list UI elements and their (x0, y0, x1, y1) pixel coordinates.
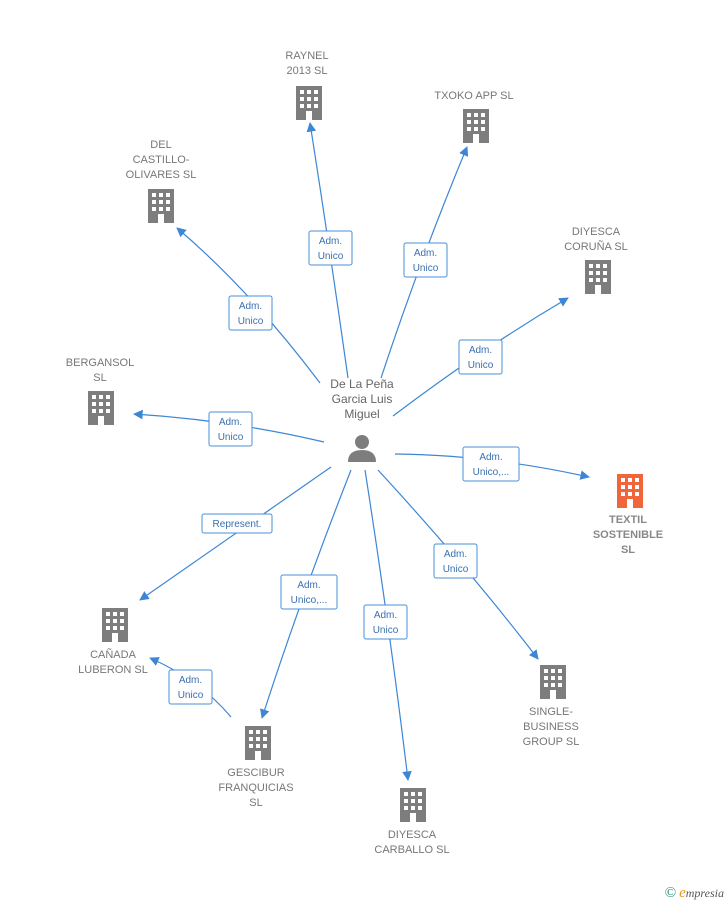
role-label: Adm. (444, 549, 467, 560)
company-node-single[interactable]: SINGLE- BUSINESS GROUP SL (523, 665, 580, 748)
company-label: SL (249, 797, 262, 809)
role-label: Adm. (179, 675, 202, 686)
company-node-del-castillo[interactable]: DEL CASTILLO- OLIVARES SL (126, 139, 197, 223)
company-label: SINGLE- (529, 706, 573, 718)
company-node-canada[interactable]: CAÑADA LUBERON SL (78, 608, 148, 676)
company-label: 2013 SL (287, 65, 328, 77)
company-label: GESCIBUR (227, 767, 285, 779)
brand-initial: e (679, 885, 686, 901)
person-icon (348, 435, 376, 462)
role-label: Unico (373, 625, 399, 636)
company-label: TEXTIL (609, 514, 647, 526)
role-box-textil[interactable]: Adm. Unico,... (462, 446, 520, 482)
building-icon (245, 726, 271, 760)
person-name-line: Miguel (344, 407, 379, 421)
company-node-gescibur[interactable]: GESCIBUR FRANQUICIAS SL (218, 726, 294, 809)
company-label: BERGANSOL (66, 357, 134, 369)
company-label: SOSTENIBLE (593, 529, 663, 541)
building-icon (585, 260, 611, 294)
company-label: CARBALLO SL (374, 844, 449, 856)
role-box-bergansol[interactable]: Adm. Unico (208, 411, 253, 447)
building-icon (102, 608, 128, 642)
company-label: CORUÑA SL (564, 240, 628, 253)
company-label: GROUP SL (523, 736, 580, 748)
role-label: Adm. (479, 452, 502, 463)
role-box-raynel[interactable]: Adm. Unico (308, 230, 353, 266)
role-label: Unico (218, 432, 244, 443)
company-label: SL (621, 544, 635, 556)
role-label: Adm. (219, 417, 242, 428)
building-icon (540, 665, 566, 699)
role-label: Adm. (297, 580, 320, 591)
role-label: Adm. (319, 236, 342, 247)
building-icon (148, 189, 174, 223)
company-label: FRANQUICIAS (218, 782, 293, 794)
role-label: Unico (413, 263, 439, 274)
role-box-del-castillo[interactable]: Adm. Unico (228, 295, 273, 331)
role-box-gescibur-canada[interactable]: Adm. Unico (168, 669, 213, 705)
company-label: CASTILLO- (133, 154, 190, 166)
role-label: Represent. (213, 519, 262, 530)
company-node-bergansol[interactable]: BERGANSOL SL (66, 357, 134, 425)
building-icon (463, 109, 489, 143)
role-label: Unico (468, 360, 494, 371)
brand-logo: © empresia (665, 885, 724, 902)
node-layer: RAYNEL 2013 SL TXOKO APP SL DEL CASTILLO- OLI… (66, 50, 663, 856)
company-node-diyesca-coruna[interactable]: DIYESCA CORUÑA SL (564, 226, 628, 294)
role-box-gescibur[interactable]: Adm. Unico,... (280, 574, 338, 610)
role-box-diyesca-carballo[interactable]: Adm. Unico (363, 604, 408, 640)
role-label: Adm. (239, 301, 262, 312)
role-label: Unico (178, 690, 204, 701)
role-label: Adm. (374, 610, 397, 621)
role-label: Unico,... (473, 467, 510, 478)
role-box-canada-represent[interactable]: Represent. (201, 513, 273, 534)
company-label: TXOKO APP SL (434, 90, 513, 102)
company-node-diyesca-carballo[interactable]: DIYESCA CARBALLO SL (374, 788, 450, 856)
company-label: BUSINESS (523, 721, 579, 733)
company-label: SL (93, 372, 106, 384)
company-node-raynel[interactable]: RAYNEL 2013 SL (285, 50, 329, 120)
company-label: DIYESCA (572, 226, 621, 238)
person-name-line: Garcia Luis (332, 392, 393, 406)
role-label: Unico (318, 251, 344, 262)
company-node-textil[interactable]: TEXTIL SOSTENIBLE SL (593, 474, 663, 556)
building-icon (88, 391, 114, 425)
role-box-txoko[interactable]: Adm. Unico (403, 242, 448, 278)
person-name-line: De La Peña (330, 377, 394, 391)
role-label: Adm. (414, 248, 437, 259)
company-label: CAÑADA (90, 648, 137, 661)
building-icon (400, 788, 426, 822)
role-label: Unico (443, 564, 469, 575)
role-label: Adm. (469, 345, 492, 356)
role-box-single[interactable]: Adm. Unico (433, 543, 478, 579)
copyright-icon: © (664, 885, 677, 901)
role-label: Unico,... (291, 595, 328, 606)
company-label: DEL (150, 139, 171, 151)
role-box-diyesca-coruna[interactable]: Adm. Unico (458, 339, 503, 375)
building-icon (617, 474, 643, 508)
company-label: OLIVARES SL (126, 169, 197, 181)
building-icon (296, 86, 322, 120)
role-label: Unico (238, 316, 264, 327)
company-label: DIYESCA (388, 829, 437, 841)
company-node-txoko[interactable]: TXOKO APP SL (434, 90, 514, 143)
company-label: RAYNEL (285, 50, 328, 62)
brand-name: mpresia (685, 886, 724, 900)
company-label: LUBERON SL (78, 664, 148, 676)
